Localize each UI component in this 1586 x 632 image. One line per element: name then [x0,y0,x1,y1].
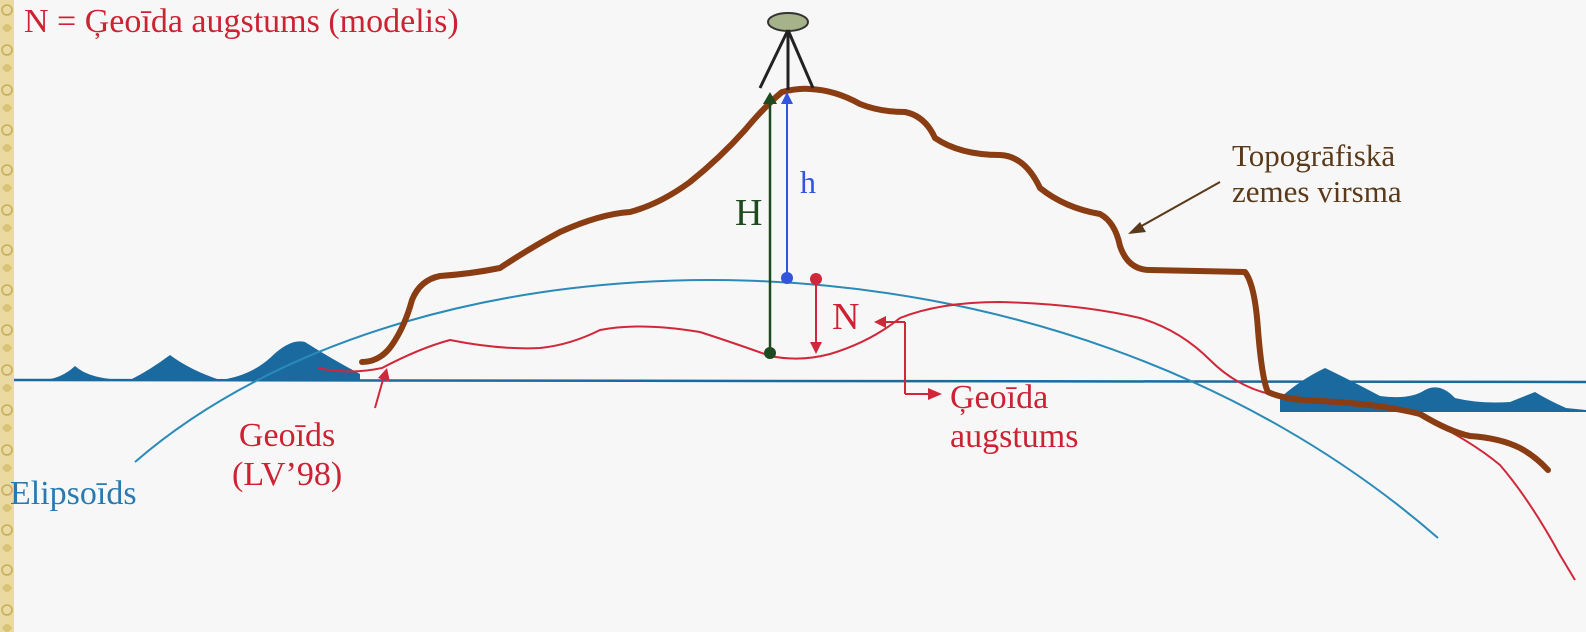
ellipsoidal-height-label: h [800,164,816,200]
topographic-surface-label: Topogrāfiskā zemes virsma [1232,138,1402,209]
ellipsoid-label: Elipsoīds [10,475,137,512]
topographic-surface [359,85,1551,473]
geoid-label-line2: (LV’98) [232,456,343,494]
geoid-height-callout-arrowhead [928,388,942,400]
geoid-label-line1: Geoīds [238,417,336,454]
water-waves-left [40,341,360,380]
geoid-height-arrowhead [810,342,822,354]
geoid-pointer-line [374,375,385,409]
ellipsoid-curve [134,279,1439,539]
topo-pointer-arrowhead [1128,222,1146,234]
n-pointer-arrowhead [874,316,886,328]
geoid-curve [317,300,1576,581]
ellipsoidal-height-point [781,272,793,284]
topographic-surface-label-line2: zemes virsma [1232,173,1402,209]
decorative-border [0,0,14,632]
geoid-height-n-label: N [832,296,860,338]
topo-pointer-line [1137,181,1221,229]
water-waves-right [1280,368,1586,412]
geoid-height-label-line2: augstums [950,418,1079,456]
geoid-label: Geoīds (LV’98) [232,416,342,494]
ellipsoidal-height-arrowhead [781,92,793,104]
geoid-height-label-line1: Ģeoīda [950,379,1049,416]
orthometric-height-arrowhead [763,92,777,104]
geoid-height-point [810,273,822,285]
geoid-height-label: Ģeoīda augstums [950,378,1078,456]
topographic-surface-label-line1: Topogrāfiskā [1232,138,1396,173]
geoid-pointer-arrowhead [378,368,390,382]
orthometric-height-label: H [735,192,763,234]
diagram-title: N = Ģeoīda augstums (modelis) [24,3,459,40]
tripod-instrument-icon [758,12,815,90]
orthometric-height-point [764,347,776,359]
